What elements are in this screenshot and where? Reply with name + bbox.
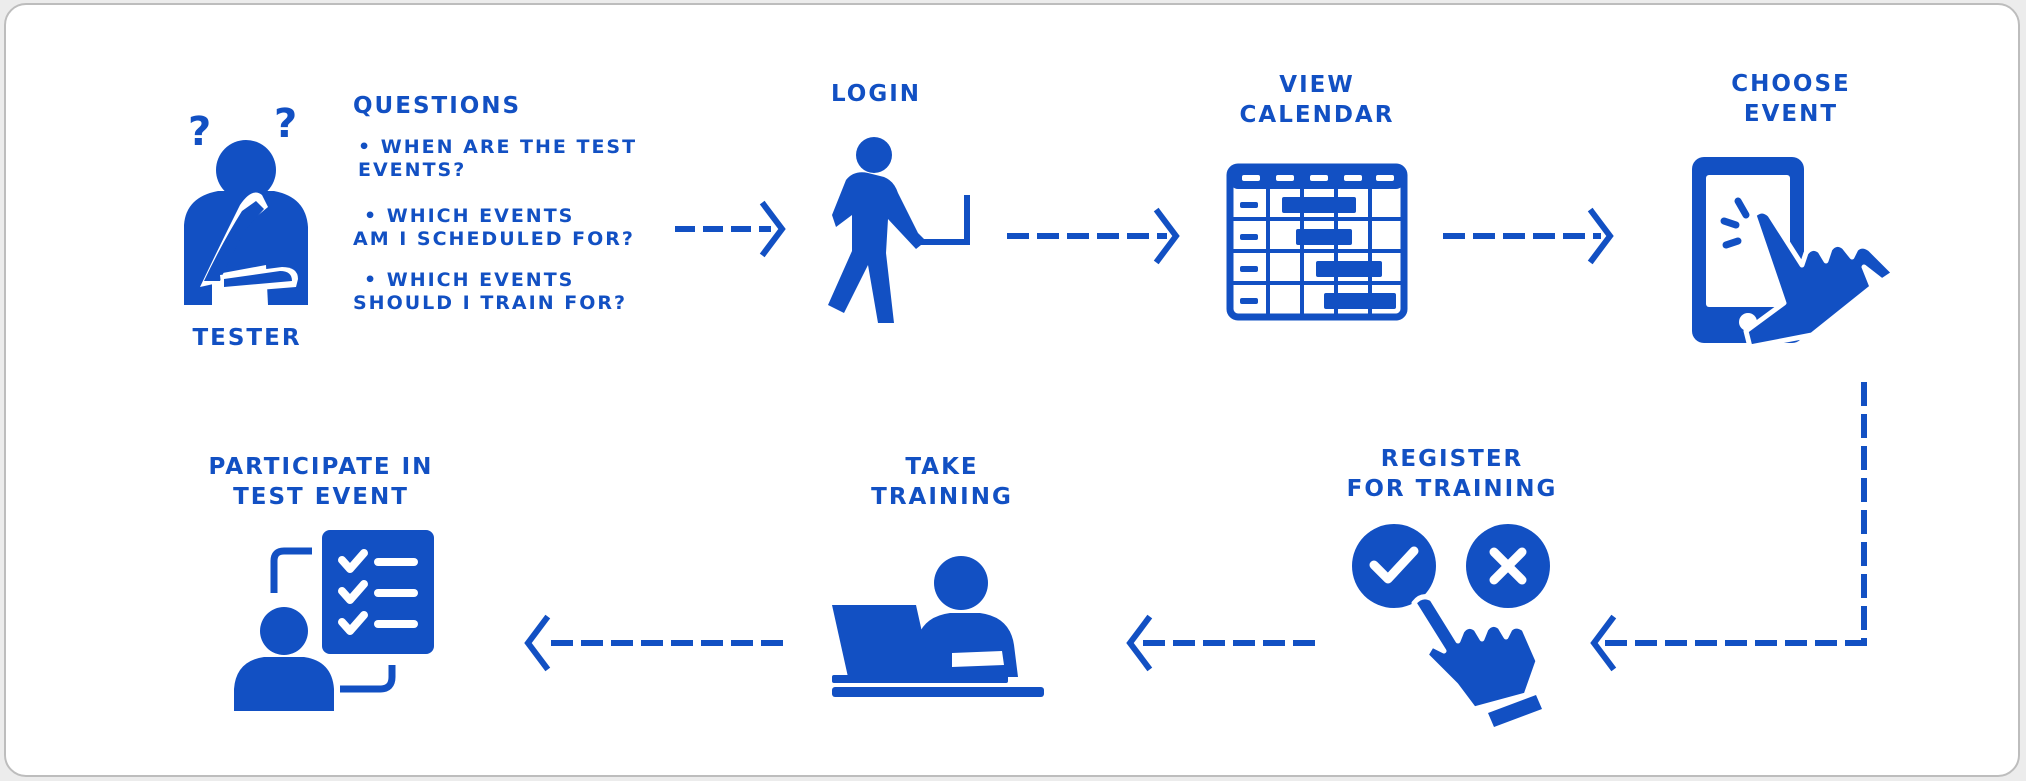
arrow-right-2 [1007, 207, 1180, 265]
flow-diagram-card: ? ? [4, 3, 2020, 777]
calendar-icon [1226, 163, 1408, 321]
question-3-line-1: • WHICH EVENTS [364, 269, 575, 291]
svg-text:?: ? [274, 101, 297, 147]
take-training-label-line-2: TRAINING [871, 484, 1013, 510]
svg-text:?: ? [188, 109, 211, 155]
choose-event-label-line-2: EVENT [1743, 101, 1839, 127]
person-with-laptop-icon [828, 137, 970, 323]
questions-title: QUESTIONS [353, 93, 522, 119]
participate-label-line-2: TEST EVENT [233, 484, 409, 510]
register-label-line-2: FOR TRAINING [1346, 476, 1558, 502]
view-calendar-label-line-1: VIEW [1279, 72, 1355, 98]
take-training-label-line-1: TAKE [905, 454, 979, 480]
register-label-line-1: REGISTER [1380, 446, 1524, 472]
check-x-choice-icon [1352, 524, 1550, 727]
view-calendar-label-line-2: CALENDAR [1239, 102, 1395, 128]
arrow-left-2 [524, 614, 783, 672]
question-3-line-2: SHOULD I TRAIN FOR? [353, 292, 628, 314]
question-1-line-1: • WHEN ARE THE TEST [358, 136, 638, 158]
arrow-right-3 [1443, 207, 1614, 265]
thinking-person-icon: ? ? [184, 101, 308, 305]
arrow-left-1 [1126, 614, 1315, 672]
person-checklist-icon [234, 530, 434, 711]
phone-tap-icon [1692, 157, 1897, 350]
login-label: LOGIN [830, 81, 922, 107]
participate-label-line-1: PARTICIPATE IN [208, 454, 434, 480]
question-1-line-2: EVENTS? [358, 159, 467, 181]
person-at-laptop-icon [832, 556, 1044, 697]
arrow-right-1 [675, 200, 786, 258]
connector-down-left [1590, 382, 1867, 672]
question-2-line-2: AM I SCHEDULED FOR? [353, 228, 635, 250]
flow-diagram: ? ? [184, 101, 1897, 727]
tester-label: TESTER [192, 325, 302, 351]
choose-event-label-line-1: CHOOSE [1731, 71, 1851, 97]
question-2-line-1: • WHICH EVENTS [364, 205, 575, 227]
